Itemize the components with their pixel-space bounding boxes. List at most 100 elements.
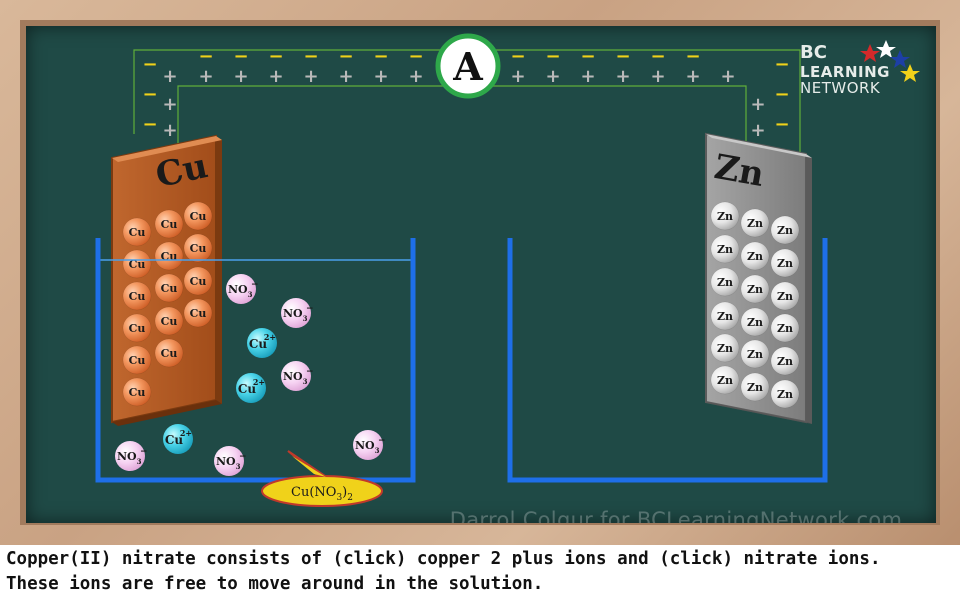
svg-text:Zn: Zn (717, 276, 733, 289)
electron-negative-charge: − (408, 46, 423, 67)
svg-text:Zn: Zn (717, 310, 733, 323)
ammeter[interactable]: A (435, 33, 501, 99)
copper-atom: Cu (154, 338, 184, 368)
svg-text:Cu: Cu (190, 275, 207, 288)
zinc-electrode-label: Zn (711, 147, 767, 195)
svg-text:Zn: Zn (777, 290, 793, 303)
svg-text:Cu: Cu (161, 250, 178, 263)
nitrate-ion: NO3− (281, 298, 314, 328)
logo-line-learning: LEARNING (800, 63, 890, 81)
solution-label-bubble: Cu(NO3)2 (261, 450, 383, 507)
positive-charge: + (268, 66, 283, 87)
svg-text:Zn: Zn (747, 381, 763, 394)
svg-text:−: − (251, 280, 259, 290)
svg-text:Cu: Cu (249, 337, 268, 351)
positive-charge: + (162, 120, 177, 141)
solution-ions: Cu2+Cu2+Cu2+NO3−NO3−NO3−NO3−NO3−NO3− (115, 274, 386, 476)
logo-line-bc: BC (800, 42, 827, 63)
svg-text:Zn: Zn (717, 243, 733, 256)
copper-atom: Cu (122, 377, 152, 407)
svg-text:−: − (306, 367, 314, 377)
zinc-atom: Zn (710, 333, 740, 363)
wire-charges: −−−−−−−−−−−−−−−−−−−+++++++++++++++++++ (142, 46, 789, 141)
copper-atom: Cu (122, 249, 152, 279)
zinc-atom: Zn (710, 234, 740, 264)
zinc-atom: Zn (770, 346, 800, 376)
zinc-atom: Zn (740, 241, 770, 271)
zinc-atom: Zn (740, 208, 770, 238)
zinc-atom: Zn (710, 365, 740, 395)
svg-text:Cu: Cu (165, 433, 184, 447)
slide-caption: Copper(II) nitrate consists of (click) c… (6, 547, 956, 597)
nitrate-ion: NO3− (115, 441, 148, 471)
svg-text:NO3: NO3 (283, 307, 308, 323)
electron-negative-charge: − (545, 46, 560, 67)
svg-text:2+: 2+ (253, 377, 265, 387)
nitrate-ion: NO3− (281, 361, 314, 391)
svg-text:Zn: Zn (747, 217, 763, 230)
svg-text:Cu: Cu (161, 218, 178, 231)
svg-text:Cu: Cu (238, 382, 257, 396)
zinc-atom: Zn (770, 215, 800, 245)
positive-charge: + (162, 94, 177, 115)
copper-atom: Cu (183, 298, 213, 328)
svg-text:−: − (306, 304, 314, 314)
positive-charge: + (162, 66, 177, 87)
zinc-atom: Zn (740, 372, 770, 402)
positive-charge: + (580, 66, 595, 87)
caption-line-1: Copper(II) nitrate consists of (click) c… (6, 549, 881, 569)
positive-charge: + (650, 66, 665, 87)
svg-text:NO3: NO3 (216, 455, 241, 471)
copper-atom: Cu (122, 313, 152, 343)
cell-diagram: −−−−−−−−−−−−−−−−−−−+++++++++++++++++++ C… (95, 33, 828, 507)
bc-learning-network-logo: BC LEARNING NETWORK (800, 40, 920, 102)
svg-text:Cu: Cu (129, 290, 146, 303)
watermark: Darrol Colgur for BCLearningNetwork.com (449, 508, 903, 523)
svg-text:Zn: Zn (777, 355, 793, 368)
electron-negative-charge: − (142, 54, 157, 75)
svg-text:Cu: Cu (161, 315, 178, 328)
svg-text:−: − (239, 452, 247, 462)
svg-text:NO3: NO3 (117, 450, 142, 466)
electron-negative-charge: − (142, 114, 157, 135)
electron-negative-charge: − (373, 46, 388, 67)
nitrate-ion: NO3− (214, 446, 247, 476)
svg-text:Zn: Zn (747, 316, 763, 329)
electron-negative-charge: − (580, 46, 595, 67)
copper-atom: Cu (154, 306, 184, 336)
positive-charge: + (233, 66, 248, 87)
copper-atom: Cu (154, 241, 184, 271)
zinc-atom: Zn (710, 201, 740, 231)
electron-negative-charge: − (268, 46, 283, 67)
copper-atom: Cu (154, 209, 184, 239)
electron-negative-charge: − (774, 114, 789, 135)
svg-text:Cu: Cu (161, 347, 178, 360)
svg-text:Zn: Zn (747, 250, 763, 263)
positive-charge: + (408, 66, 423, 87)
positive-charge: + (303, 66, 318, 87)
zinc-atom: Zn (740, 274, 770, 304)
chalkboard: −−−−−−−−−−−−−−−−−−−+++++++++++++++++++ C… (26, 26, 936, 523)
positive-charge: + (338, 66, 353, 87)
positive-charge: + (685, 66, 700, 87)
copper-2plus-ion: Cu2+ (163, 424, 193, 454)
electron-negative-charge: − (510, 46, 525, 67)
caption-line-2: These ions are free to move around in th… (6, 574, 544, 594)
svg-text:2+: 2+ (180, 428, 192, 438)
svg-text:Zn: Zn (747, 348, 763, 361)
zinc-atom: Zn (770, 281, 800, 311)
copper-atom: Cu (122, 281, 152, 311)
svg-text:Zn: Zn (717, 210, 733, 223)
zinc-atom: Zn (710, 267, 740, 297)
electron-negative-charge: − (774, 54, 789, 75)
electron-negative-charge: − (338, 46, 353, 67)
copper-2plus-ion: Cu2+ (247, 328, 277, 358)
svg-text:Zn: Zn (777, 322, 793, 335)
positive-charge: + (510, 66, 525, 87)
svg-text:Cu: Cu (129, 226, 146, 239)
zinc-atom: Zn (770, 248, 800, 278)
nitrate-ion: NO3− (226, 274, 259, 304)
svg-text:NO3: NO3 (283, 370, 308, 386)
svg-text:Cu: Cu (190, 210, 207, 223)
